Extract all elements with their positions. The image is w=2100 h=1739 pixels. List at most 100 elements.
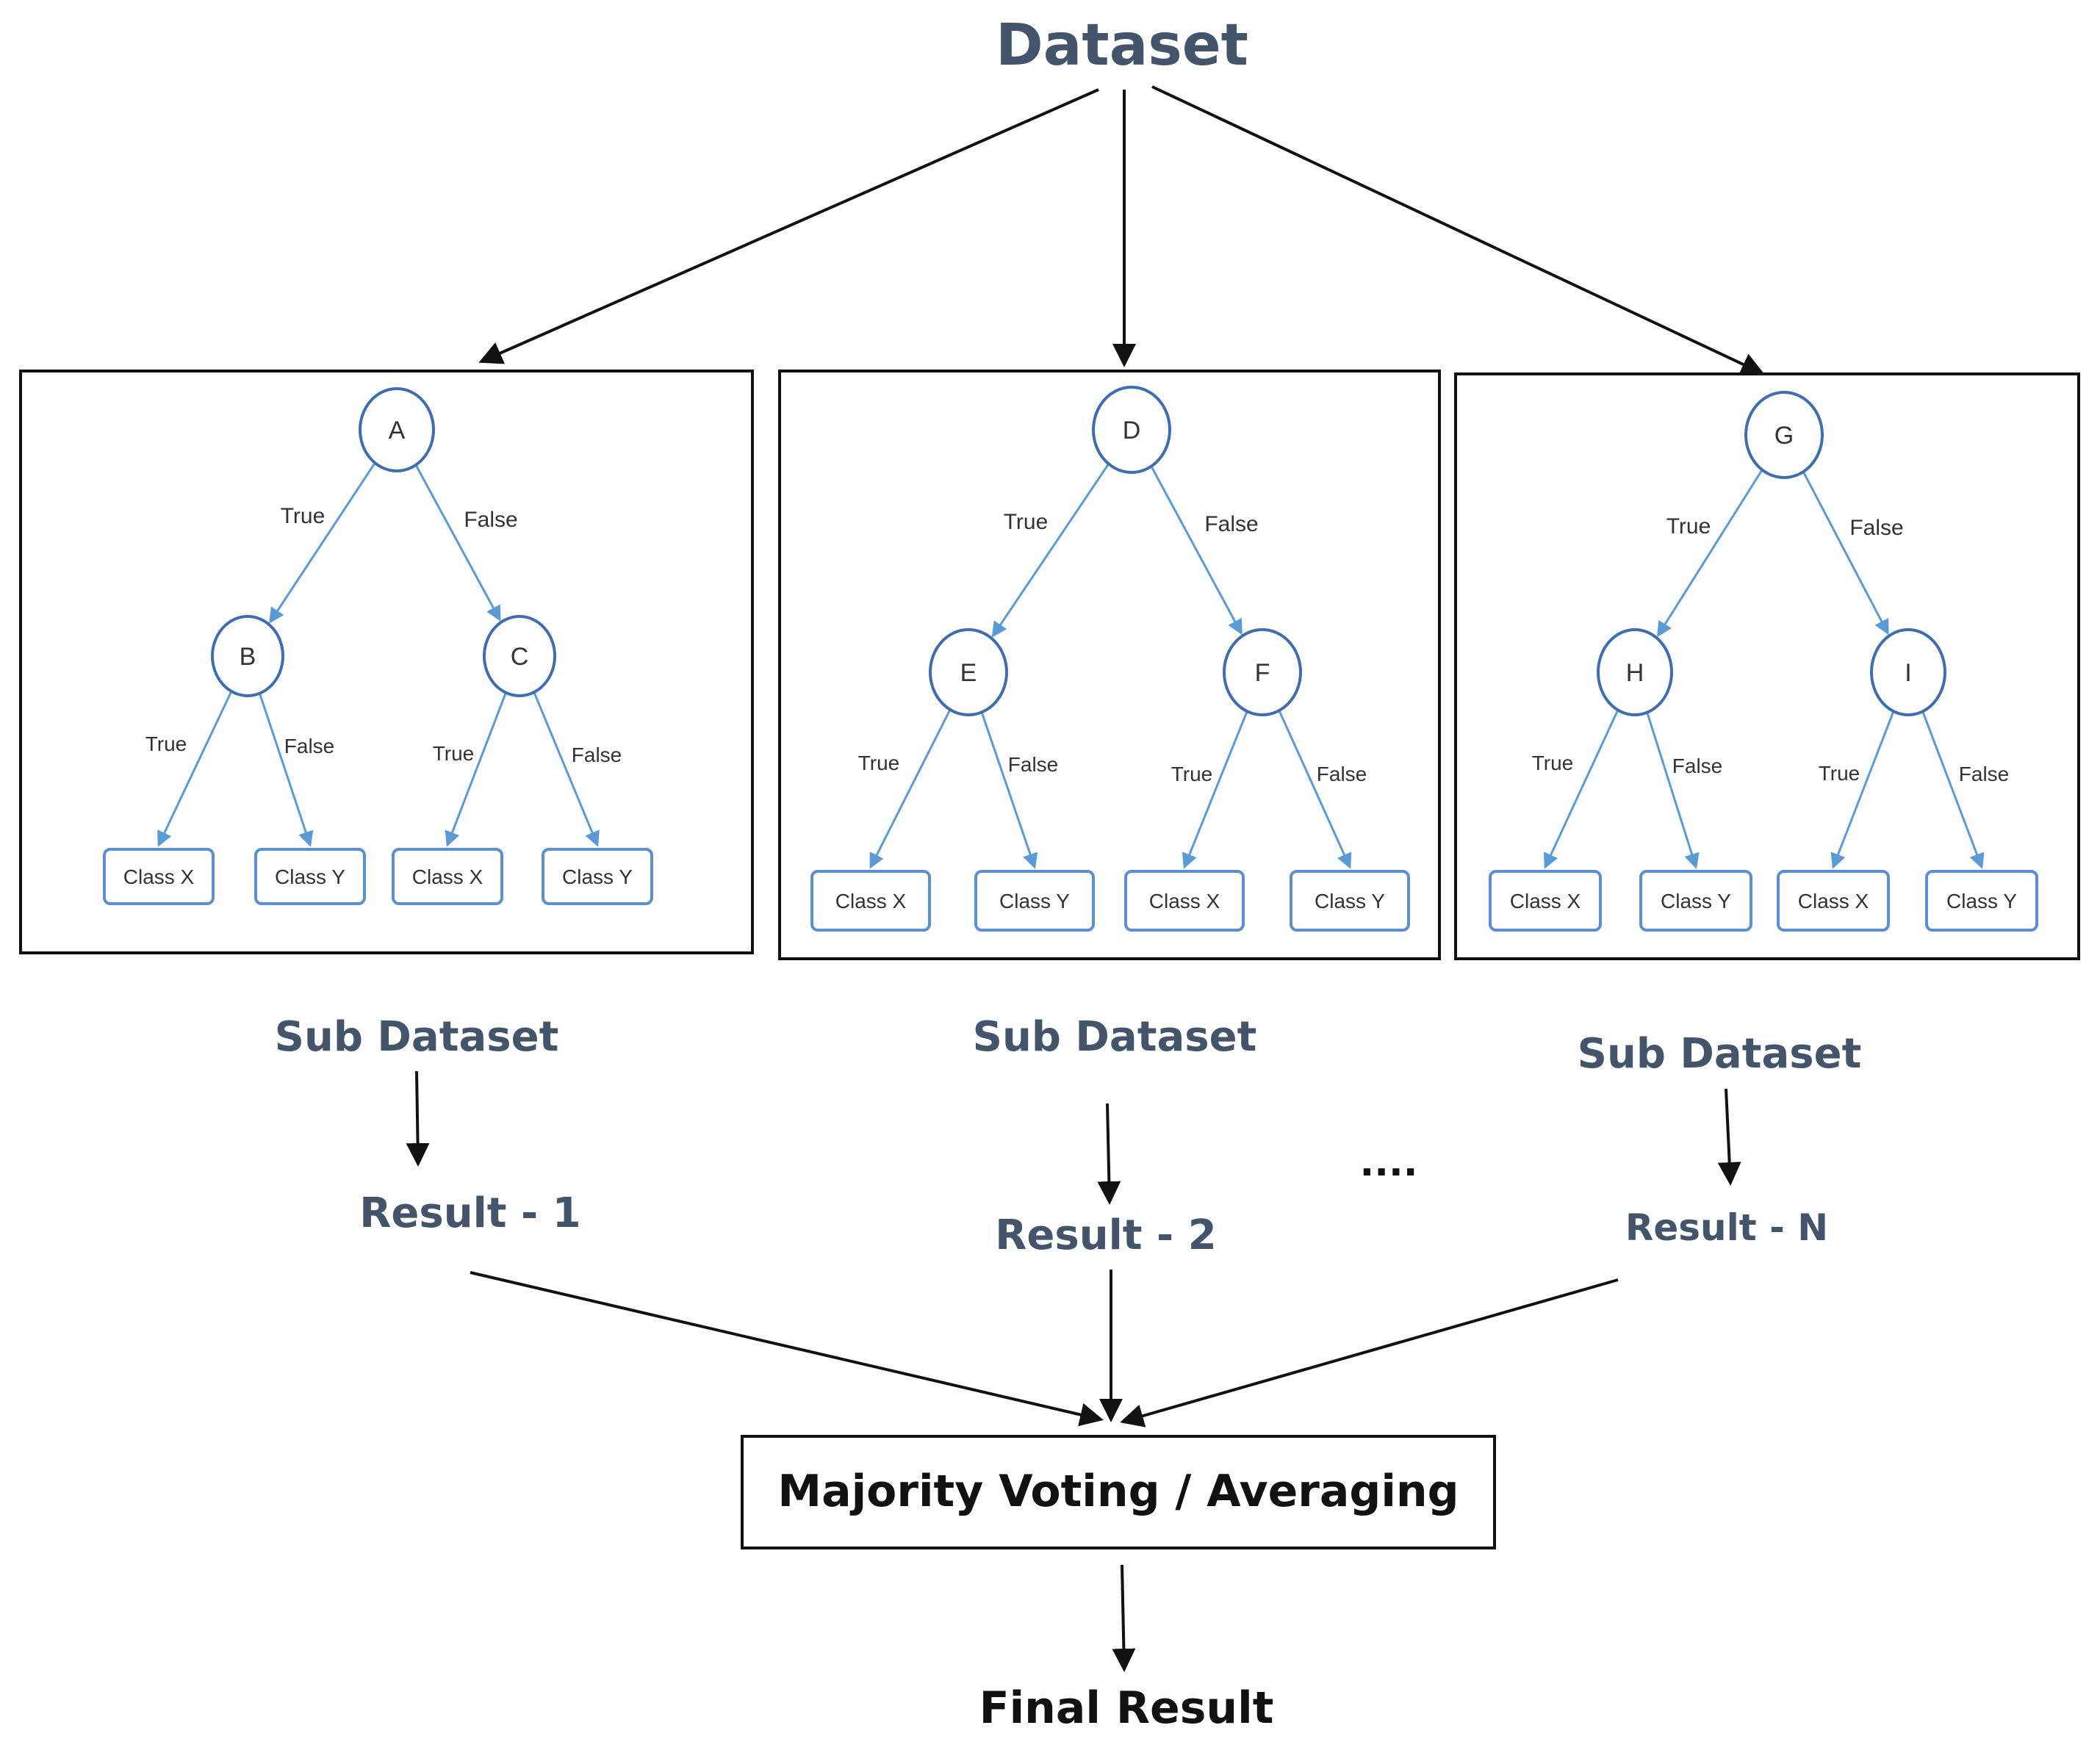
tree-3-node-1	[1597, 628, 1673, 716]
tree-1-node-2	[483, 615, 556, 697]
tree-1-leaf-2-label: Class Y	[275, 865, 345, 888]
tree-1-node-1-edge-false	[258, 693, 314, 847]
tree-3-leaf-3-label: Class X	[1798, 890, 1869, 912]
tree-2-leaf-2	[974, 870, 1095, 932]
tree-1-node-2-edge-label-false: False	[572, 744, 622, 766]
tree-3-root-edge-label-true: True	[1666, 514, 1711, 539]
tree-1-node-1-edge-label-false: False	[284, 735, 334, 757]
tree-panel-2	[778, 370, 1441, 960]
tree-3-leaf-2-label: Class Y	[1661, 890, 1731, 912]
tree-3-node-1-edge-false	[1646, 712, 1700, 869]
tree-2-node-1-edge-label-true: True	[858, 752, 900, 774]
tree-3-root-label: G	[1774, 422, 1794, 450]
tree-2-root-edge-false	[1150, 465, 1243, 636]
tree-2-node-2	[1223, 628, 1302, 716]
tree-2-root-node	[1092, 386, 1171, 474]
tree-1-node-2-edge-false	[533, 691, 600, 847]
tree-2-node-2-edge-label-true: True	[1171, 763, 1213, 785]
tree-2-root-edge-true	[991, 463, 1110, 638]
tree-2-node-2-edge-label-false: False	[1317, 763, 1367, 785]
tree-1-node-1	[211, 615, 284, 697]
tree-3-root-edge-label-false: False	[1849, 516, 1903, 540]
tree-3-node-1-edge-true	[1544, 709, 1619, 869]
tree-1-node-2-edge-true	[445, 692, 507, 847]
tree-3-leaf-2	[1639, 870, 1752, 932]
tree-1-root-edge-true	[269, 462, 376, 624]
tree-1-node-1-edge-true	[157, 691, 233, 847]
tree-2-leaf-3	[1124, 870, 1245, 932]
tree-3-node-1-label: H	[1626, 659, 1644, 687]
dataset-label: Dataset	[996, 12, 1248, 79]
tree-1-root-edge-label-true: True	[281, 504, 326, 528]
tree-1-leaf-1	[103, 848, 215, 905]
tree-1-leaf-3	[392, 848, 503, 905]
tree-2-node-1	[929, 628, 1008, 716]
aggregator-box	[741, 1435, 1496, 1549]
tree-2-leaf-1	[810, 870, 931, 932]
tree-1-node-1-label: B	[240, 643, 256, 671]
ellipsis: ....	[1359, 1141, 1417, 1185]
tree-3-leaf-4	[1925, 870, 2038, 932]
tree-panel-1	[19, 370, 754, 954]
tree-2-node-1-edge-false	[980, 711, 1038, 869]
tree-1-root-edge-false	[414, 464, 501, 622]
tree-3-node-2-edge-label-false: False	[1959, 763, 2009, 785]
tree-1-root-node	[359, 387, 435, 472]
dataset-to-tree-3-arrow	[1151, 85, 1765, 375]
tree-3-node-2-edge-false	[1921, 710, 1985, 869]
tree-2-leaf-4-label: Class Y	[1315, 890, 1385, 912]
sub-dataset-label-2: Sub Dataset	[973, 1013, 1257, 1061]
dataset-to-tree-1-arrow	[478, 88, 1099, 364]
tree-3-node-2-label: I	[1905, 659, 1911, 687]
final-result-label: Final Result	[979, 1682, 1274, 1734]
tree-2-leaf-4	[1290, 870, 1410, 932]
tree-3-node-1-edge-label-true: True	[1532, 752, 1574, 774]
tree-1-root-label: A	[389, 417, 406, 444]
tree-2-leaf-3-label: Class X	[1149, 890, 1220, 912]
tree-2-node-2-label: F	[1255, 659, 1270, 687]
tree-1-leaf-4-label: Class Y	[562, 865, 633, 888]
tree-2-node-2-edge-false	[1278, 710, 1352, 869]
tree-1-leaf-4	[542, 848, 653, 905]
tree-3-node-2	[1870, 628, 1946, 716]
tree-1-node-2-label: C	[511, 643, 529, 671]
tree-1-root-edge-label-false: False	[464, 508, 517, 532]
tree-3-root-edge-false	[1802, 471, 1889, 636]
tree-2-node-1-edge-label-false: False	[1008, 753, 1058, 776]
sub-to-result-3-arrow	[1717, 1088, 1741, 1186]
result-label-2: Result - 2	[995, 1211, 1216, 1259]
tree-2-root-edge-label-true: True	[1004, 510, 1049, 534]
result-1-to-aggregator-arrow	[470, 1271, 1104, 1427]
tree-1-leaf-1-label: Class X	[123, 865, 195, 888]
tree-3-root-node	[1744, 391, 1824, 479]
aggregator-label: Majority Voting / Averaging	[777, 1466, 1459, 1517]
sub-to-result-1-arrow	[406, 1070, 430, 1167]
tree-3-node-1-edge-label-false: False	[1672, 755, 1722, 777]
tree-2-root-label: D	[1123, 417, 1141, 444]
tree-3-node-2-edge-label-true: True	[1819, 762, 1860, 785]
aggregator-to-final-arrow	[1112, 1564, 1136, 1672]
tree-panel-3	[1454, 372, 2080, 960]
result-n-to-aggregator-arrow	[1120, 1278, 1619, 1427]
tree-3-root-edge-true	[1657, 469, 1763, 638]
tree-2-node-2-edge-true	[1182, 710, 1248, 869]
sub-dataset-label-3: Sub Dataset	[1578, 1030, 1862, 1078]
tree-3-leaf-4-label: Class Y	[1946, 890, 2017, 912]
tree-1-node-1-edge-label-true: True	[145, 732, 187, 755]
tree-2-node-1-edge-true	[869, 709, 952, 869]
tree-2-leaf-2-label: Class Y	[999, 890, 1070, 912]
tree-3-leaf-1-label: Class X	[1510, 890, 1581, 912]
tree-1-leaf-3-label: Class X	[412, 865, 483, 888]
tree-2-node-1-label: E	[960, 659, 977, 687]
tree-3-node-2-edge-true	[1830, 710, 1895, 869]
tree-2-leaf-1-label: Class X	[835, 890, 907, 912]
tree-3-leaf-1	[1489, 870, 1602, 932]
result-label-1: Result - 1	[359, 1189, 580, 1237]
tree-2-root-edge-label-false: False	[1204, 512, 1258, 536]
sub-to-result-2-arrow	[1097, 1103, 1121, 1205]
